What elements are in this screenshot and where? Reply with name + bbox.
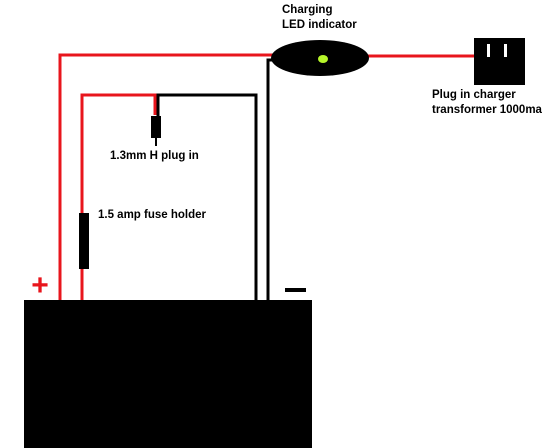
- positive-wire-to-led: [58, 53, 280, 300]
- positive-wire-to-fuse: [80, 93, 157, 300]
- led-label-line-2: LED indicator: [282, 19, 357, 31]
- plug-label: 1.3mm H plug in: [110, 149, 199, 164]
- plug-label-text: 1.3mm H plug in: [110, 150, 199, 162]
- negative-wire-from-led: [266, 58, 282, 300]
- charger-transformer: [474, 38, 525, 85]
- negative-sign: [285, 288, 306, 292]
- fuse-label-text: 1.5 amp fuse holder: [98, 209, 207, 221]
- charger-label-line-2: transformer 1000ma: [432, 104, 542, 116]
- fuse-label: 1.5 amp fuse holder: [98, 208, 206, 223]
- plug-body: [151, 116, 161, 138]
- led-light-icon: [318, 55, 328, 63]
- charger-prong-right: [504, 44, 507, 57]
- fuse-holder: [79, 213, 89, 269]
- led-indicator-label: Charging LED indicator: [282, 3, 357, 33]
- charger-label-line-1: Plug in charger: [432, 89, 516, 101]
- positive-sign: +: [31, 269, 49, 302]
- battery: [24, 300, 312, 448]
- charger-prong-left: [487, 44, 490, 57]
- charger-label: Plug in charger transformer 1000ma: [432, 88, 542, 118]
- negative-wire-from-plug: [156, 93, 258, 300]
- led-label-line-1: Charging: [282, 4, 333, 16]
